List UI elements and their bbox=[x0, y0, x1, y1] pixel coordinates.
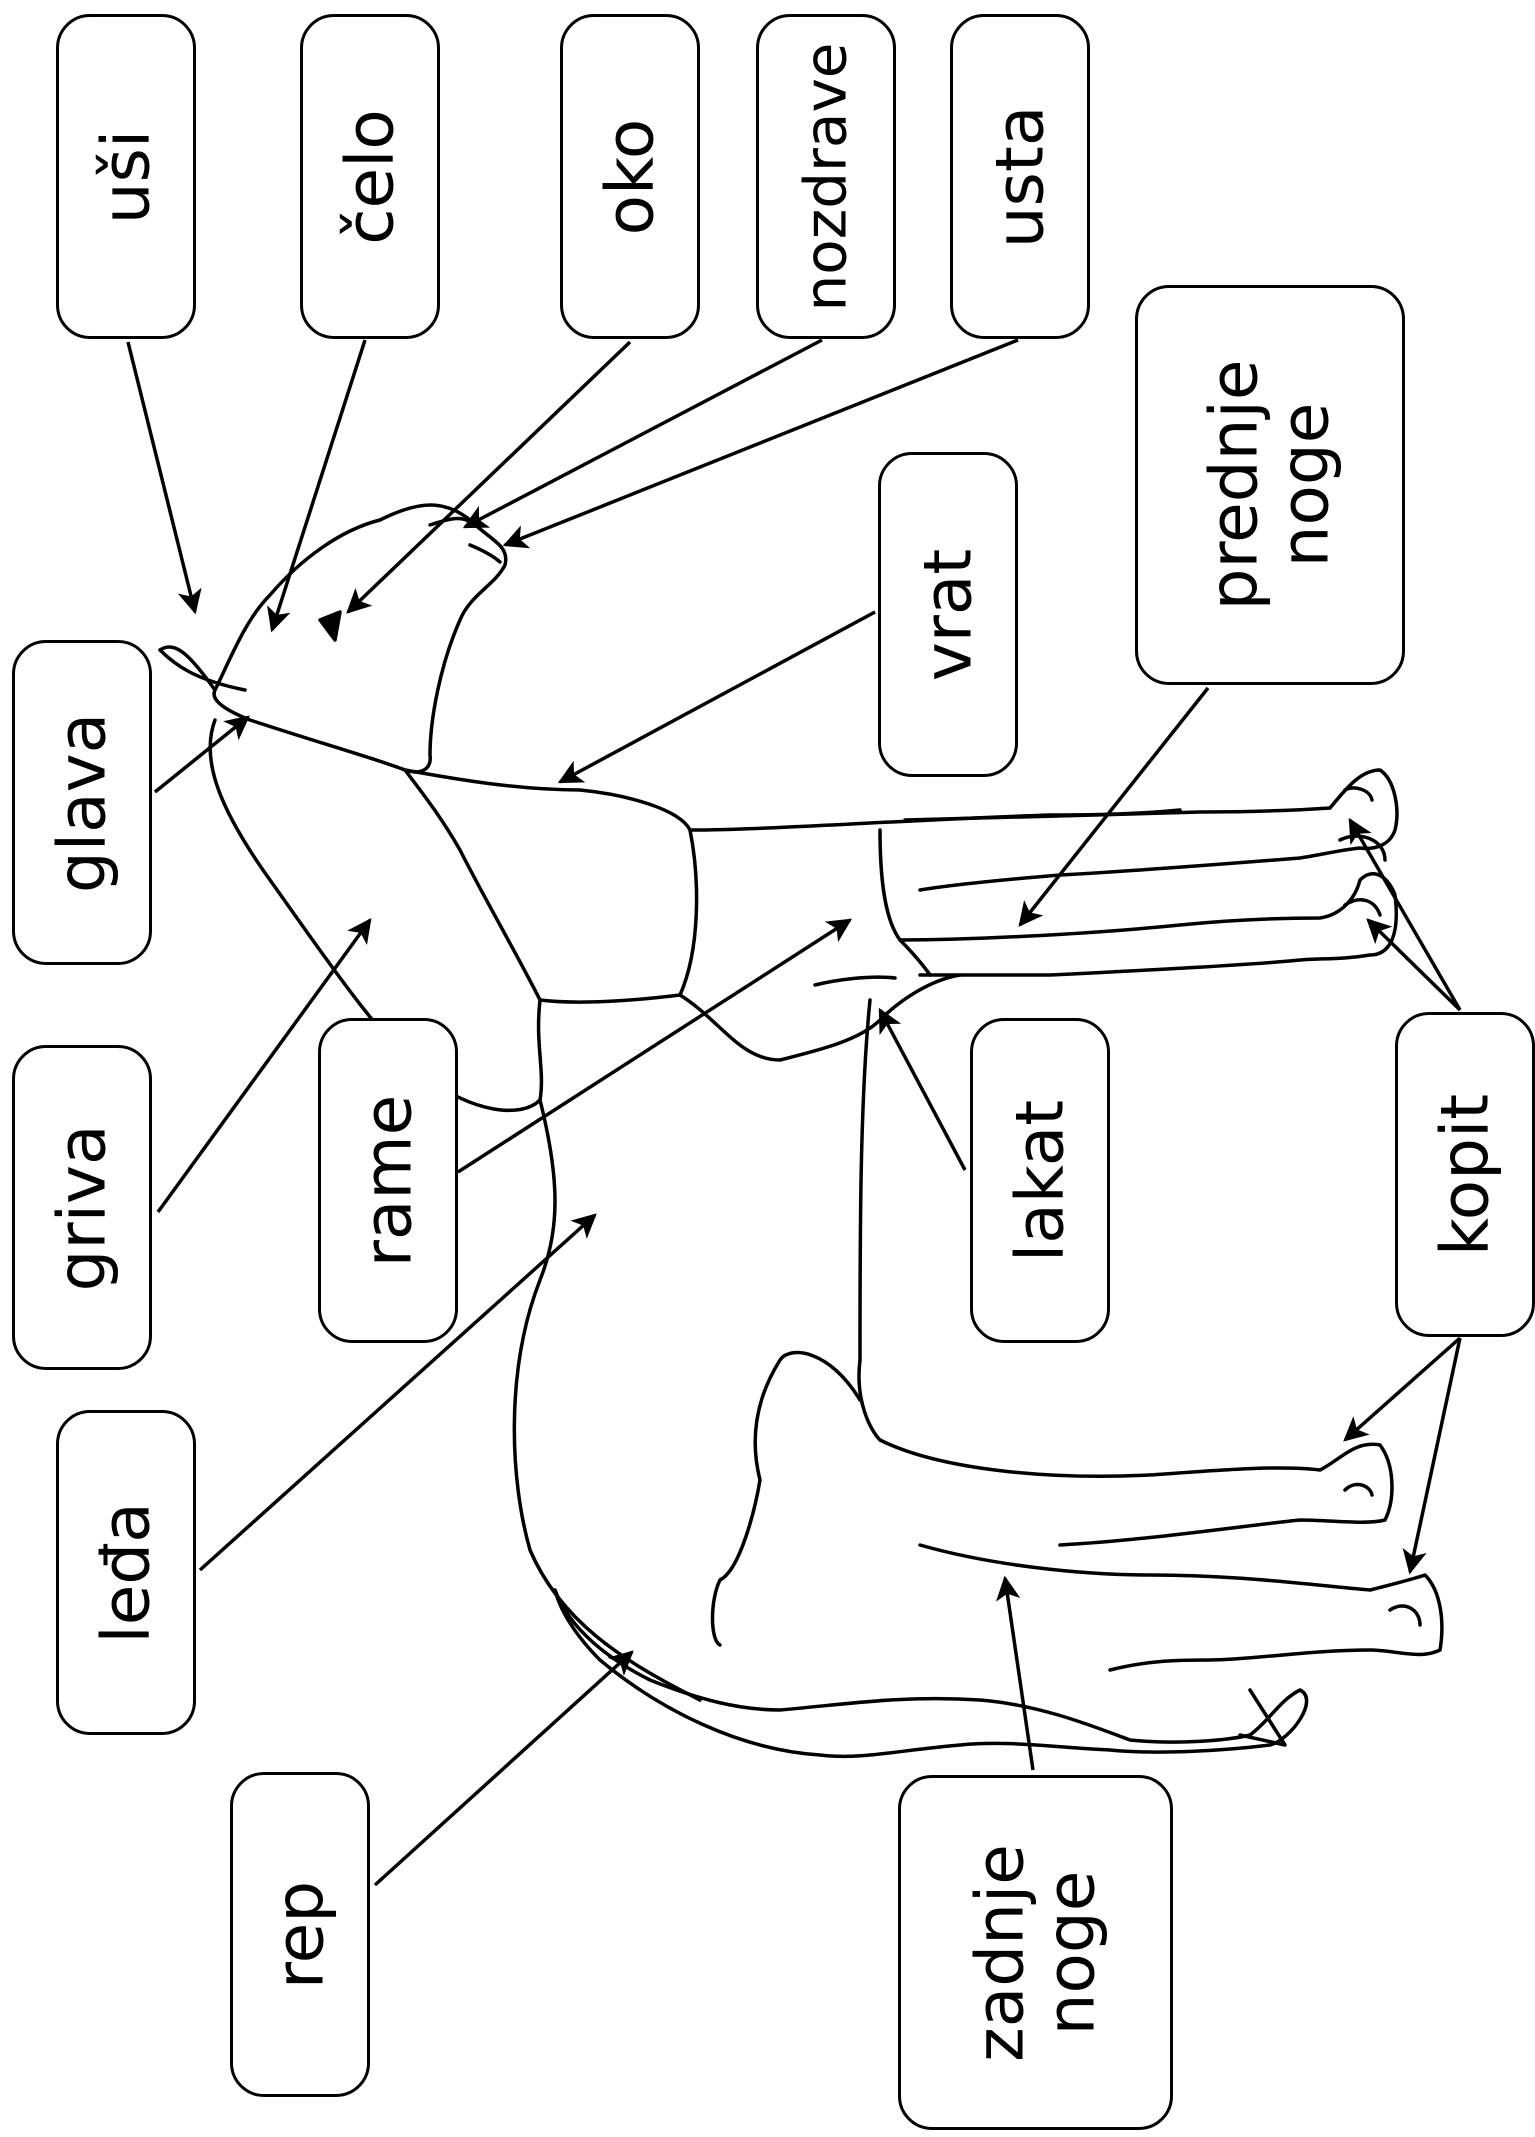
horse-hind-leg-2 bbox=[918, 1543, 1444, 1672]
label-prednje-noge-line-2: noge bbox=[1267, 402, 1344, 568]
label-zadnje-noge-line-1: zadnje bbox=[961, 1843, 1039, 2062]
label-oko: oko bbox=[560, 14, 700, 339]
arrow-kopit-2 bbox=[1366, 918, 1462, 1012]
horse-mane-outline bbox=[208, 718, 544, 1113]
horse-hind-hoof-1 bbox=[1343, 1482, 1374, 1497]
horse-tail-tip bbox=[1238, 1688, 1287, 1747]
horse-hoof-3 bbox=[1343, 786, 1374, 802]
label-nozdrave-text: nozdrave bbox=[791, 42, 860, 311]
arrow-nozdrave bbox=[462, 338, 823, 529]
horse-hind-leg-1 bbox=[878, 1438, 1394, 1547]
arrow-glava bbox=[153, 715, 250, 794]
label-leda: leđa bbox=[56, 1410, 196, 1735]
label-kopit-text: kopit bbox=[1426, 1093, 1504, 1256]
label-vrat: vrat bbox=[878, 452, 1018, 777]
horse-front-leg-1 bbox=[878, 828, 1398, 977]
label-prednje-noge-line-1: prednje bbox=[1195, 359, 1273, 611]
label-lakat-text: lakat bbox=[1001, 1099, 1079, 1262]
horse-hind-outline bbox=[857, 998, 882, 1442]
horse-neck-outline bbox=[403, 768, 699, 1004]
arrow-griva bbox=[156, 918, 372, 1214]
label-glava-text: glava bbox=[43, 712, 121, 893]
label-oko-text: oko bbox=[591, 118, 669, 235]
label-celo-text: čelo bbox=[331, 108, 409, 245]
label-prednje-noge: prednje noge bbox=[1135, 285, 1405, 685]
label-zadnje-noge-text: zadnje noge bbox=[961, 1843, 1110, 2062]
arrow-oko bbox=[346, 340, 632, 614]
label-rep: rep bbox=[230, 1772, 370, 2097]
label-celo: čelo bbox=[300, 14, 440, 339]
label-zadnje-noge-line-2: noge bbox=[1032, 1870, 1110, 2035]
arrow-prednje-noge bbox=[1018, 686, 1210, 927]
label-rame-text: rame bbox=[349, 1094, 427, 1267]
horse-hind-hoof-2 bbox=[1388, 1604, 1422, 1627]
label-leda-text: leđa bbox=[87, 1501, 165, 1644]
horse-shoulder bbox=[678, 973, 962, 1062]
horse-back-outline bbox=[512, 1098, 702, 1702]
arrow-usta bbox=[502, 338, 1019, 549]
label-rame: rame bbox=[318, 1018, 458, 1343]
label-glava: glava bbox=[12, 640, 152, 965]
horse-front-leg-3 bbox=[903, 768, 1399, 892]
label-vrat-text: vrat bbox=[909, 548, 987, 681]
horse-mouth bbox=[468, 543, 502, 564]
arrow-celo bbox=[267, 339, 367, 633]
arrow-zadnje-noge bbox=[996, 1575, 1035, 1771]
horse-ear bbox=[158, 648, 247, 692]
label-usta-text: usta bbox=[981, 105, 1059, 248]
arrow-kopit-4 bbox=[1402, 1337, 1462, 1575]
label-usi-text: uši bbox=[87, 129, 165, 224]
horse-front-leg-2 bbox=[898, 938, 932, 977]
label-lakat: lakat bbox=[970, 1018, 1110, 1343]
label-nozdrave: nozdrave bbox=[756, 14, 896, 339]
arrow-lakat bbox=[878, 1007, 967, 1171]
arrow-vrat bbox=[557, 610, 876, 784]
label-usi: uši bbox=[56, 14, 196, 339]
horse-head-outline bbox=[158, 503, 508, 774]
label-griva-text: griva bbox=[43, 1124, 121, 1291]
arrow-usi bbox=[126, 341, 202, 615]
label-zadnje-noge: zadnje noge bbox=[898, 1775, 1173, 2130]
arrow-rep bbox=[373, 1650, 634, 1887]
label-griva: griva bbox=[12, 1045, 152, 1370]
horse-nose bbox=[428, 516, 472, 527]
horse-elbow bbox=[813, 975, 897, 987]
label-usta: usta bbox=[950, 14, 1090, 339]
arrow-leda bbox=[198, 1213, 597, 1572]
horse-thigh bbox=[710, 1350, 862, 1647]
horse-eye bbox=[318, 610, 342, 642]
arrow-kopit-3 bbox=[1343, 1336, 1462, 1442]
label-kopit: kopit bbox=[1395, 1012, 1535, 1337]
arrow-kopit-1 bbox=[1348, 817, 1462, 1011]
label-rep-text: rep bbox=[261, 1880, 339, 1989]
label-prednje-noge-text: prednje noge bbox=[1195, 359, 1344, 611]
horse-front-hoof-1 bbox=[1343, 898, 1382, 917]
horse-tail-outline bbox=[553, 1588, 1309, 1759]
arrow-rame bbox=[457, 918, 853, 1174]
